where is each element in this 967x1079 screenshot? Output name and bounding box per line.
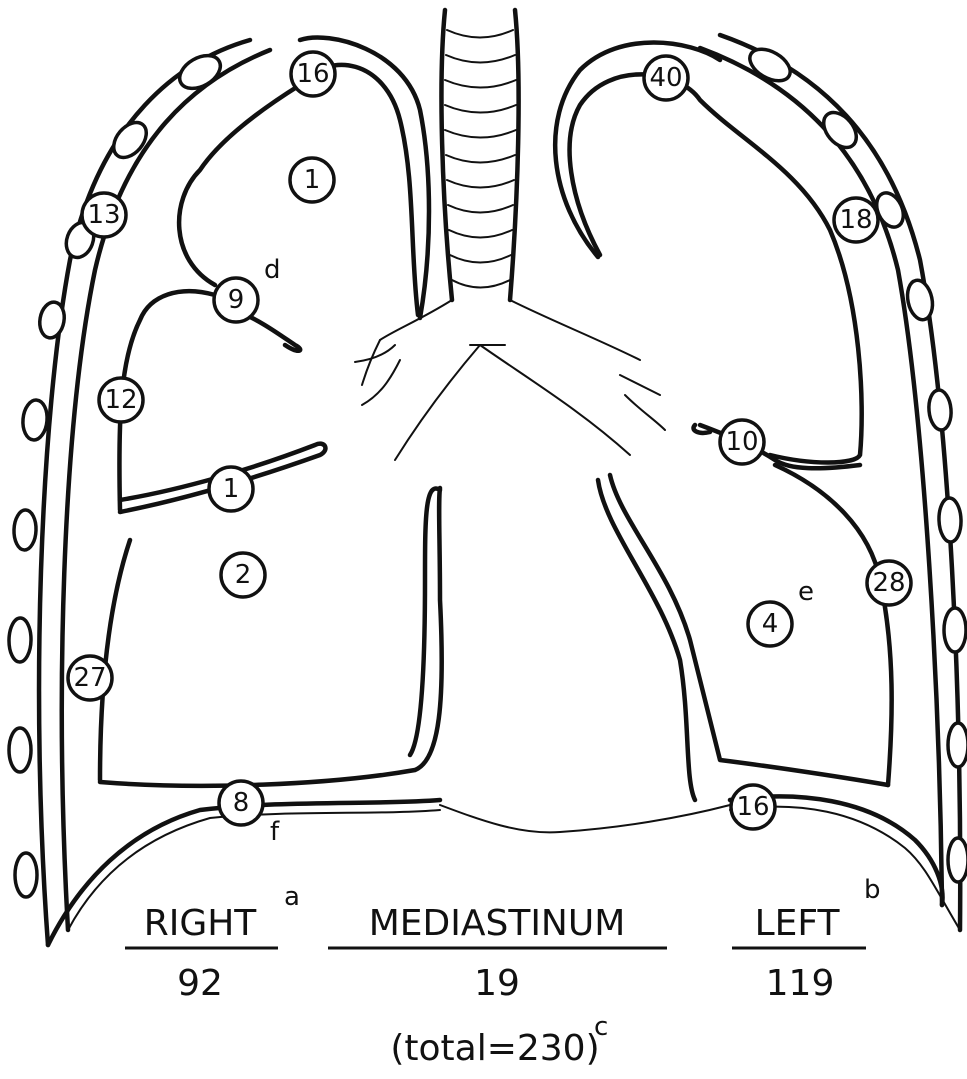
badge-right-diaphragm: 8: [219, 781, 263, 825]
caption-right-note: a: [284, 882, 300, 912]
badge-right-lower-lateral: 27: [68, 656, 112, 700]
svg-text:10: 10: [725, 427, 758, 457]
badge-right-major-fissure: 1: [209, 467, 253, 511]
badge-left-diaphragm: 16: [731, 785, 775, 829]
svg-text:8: 8: [233, 788, 250, 818]
svg-text:13: 13: [87, 200, 120, 230]
caption-overall-note: c: [594, 1012, 608, 1042]
badge-right-upper-lateral: 13: [82, 193, 126, 237]
bronchi: [355, 300, 665, 460]
svg-text:18: 18: [839, 205, 872, 235]
badge-left-upper-apex: 40: [644, 56, 688, 100]
left-lung: [555, 43, 892, 801]
chest-wall-left-inner: [700, 48, 942, 905]
badge-left-major-fissure: 10: [720, 420, 764, 464]
badge-left-lower-lateral: 28: [867, 561, 911, 605]
svg-text:2: 2: [235, 560, 252, 590]
right-lung: [100, 38, 442, 786]
svg-text:4: 4: [762, 609, 779, 639]
badge-right-middle-lateral: 12: [99, 378, 143, 422]
badge-right-upper-apex: 16: [291, 52, 335, 96]
badge-right-upper-inner: 1: [290, 158, 334, 202]
caption-overall-total: (total=230): [390, 1028, 599, 1069]
svg-text:1: 1: [223, 474, 240, 504]
svg-text:12: 12: [104, 385, 137, 415]
caption-mediastinum-total: 19: [474, 963, 520, 1004]
svg-text:16: 16: [736, 792, 769, 822]
caption-left-note: b: [864, 875, 881, 905]
badge-right-lower-inner: 2: [221, 553, 265, 597]
note-e: e: [798, 577, 814, 607]
note-f: f: [270, 817, 280, 847]
caption-left-total: 119: [766, 963, 835, 1004]
badge-left-lower-inner: 4: [748, 602, 792, 646]
svg-text:40: 40: [649, 63, 682, 93]
trachea: [441, 10, 518, 300]
caption-mediastinum: MEDIASTINUM: [369, 903, 626, 944]
note-d: d: [264, 255, 281, 285]
svg-text:28: 28: [872, 568, 905, 598]
badge-right-minor-fissure: 9: [214, 278, 258, 322]
svg-text:1: 1: [304, 165, 321, 195]
caption-right-total: 92: [177, 963, 223, 1004]
badge-left-upper-lateral: 18: [834, 198, 878, 242]
svg-text:27: 27: [73, 663, 106, 693]
svg-text:16: 16: [296, 59, 329, 89]
svg-text:9: 9: [228, 285, 245, 315]
caption-right: RIGHT: [144, 903, 258, 944]
caption-left: LEFT: [755, 903, 841, 944]
